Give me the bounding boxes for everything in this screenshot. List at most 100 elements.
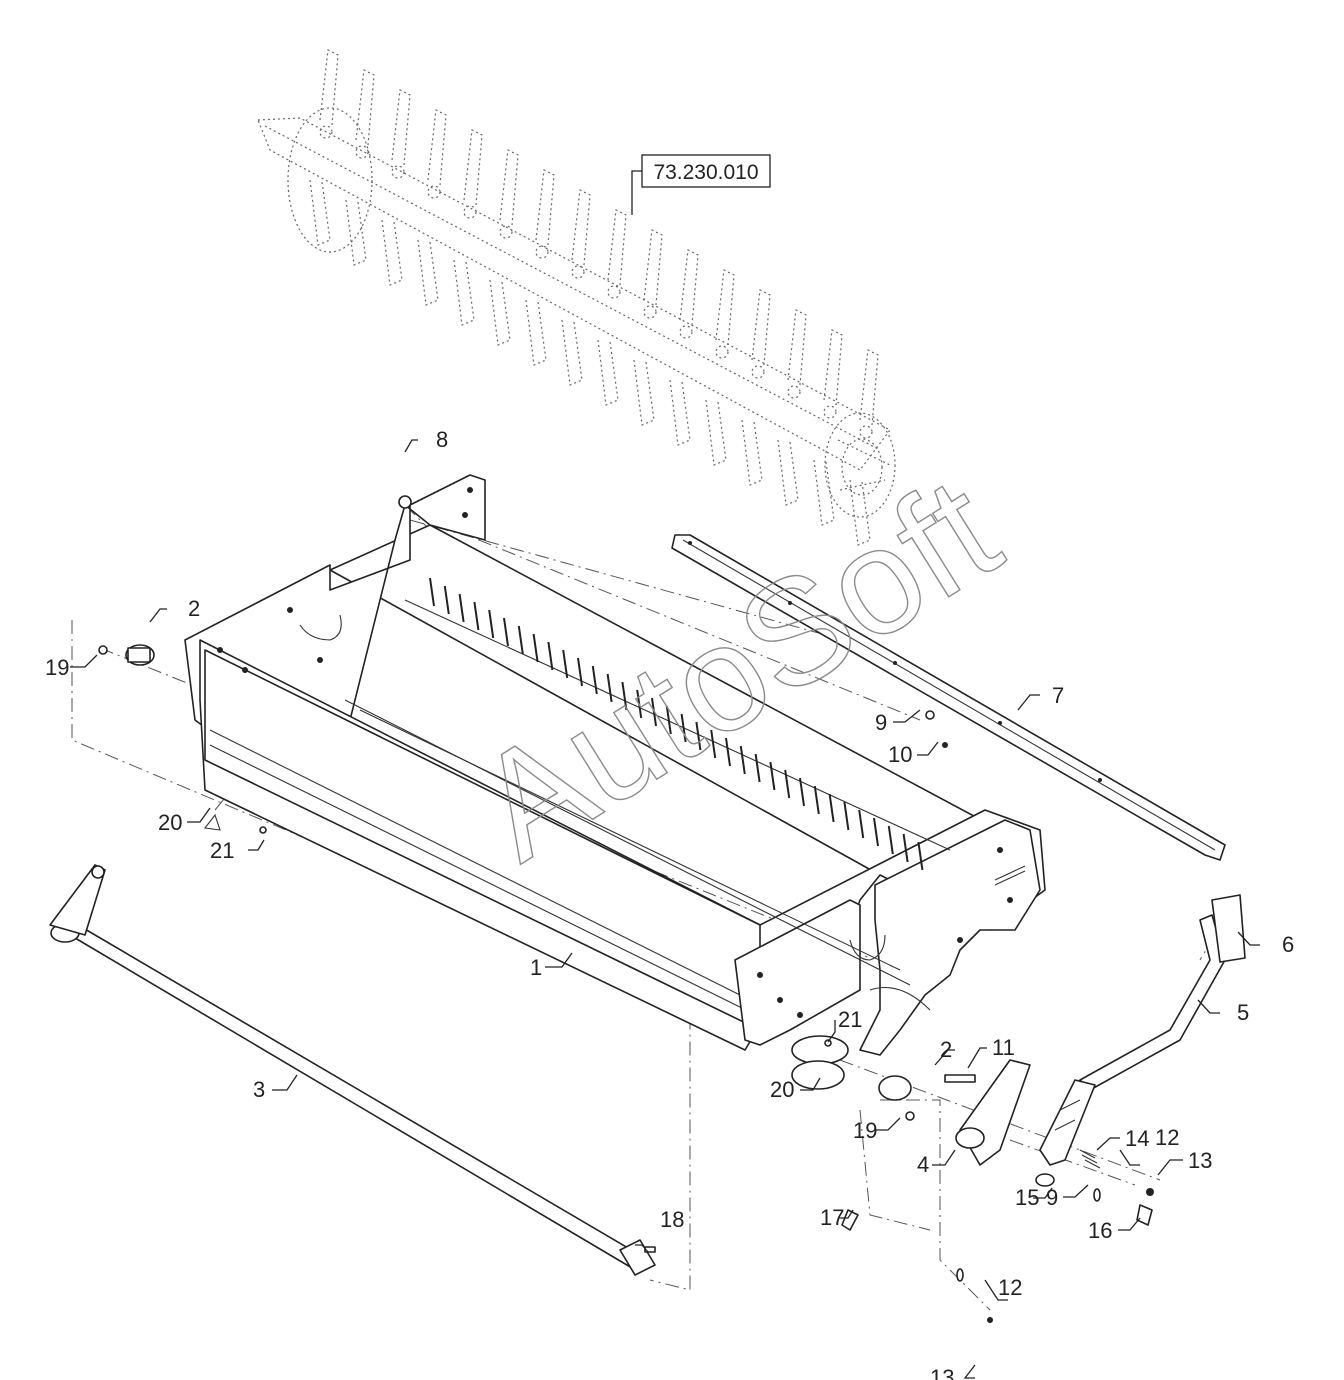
rotor-tine	[859, 349, 879, 426]
perforation-slot	[606, 673, 613, 703]
rotor-hub-pin	[427, 185, 441, 199]
rotor-tine	[777, 439, 799, 506]
callout-4: 4	[917, 1152, 929, 1177]
rotor-hub-pin	[643, 305, 657, 319]
part-3-shaft	[49, 864, 656, 1276]
callout-21-left: 21	[210, 838, 234, 863]
rotor-tine	[715, 269, 735, 346]
perforation-slot	[799, 777, 805, 807]
callout-2-left: 2	[188, 596, 200, 621]
callout-8: 8	[436, 427, 448, 452]
callout-3: 3	[253, 1077, 265, 1102]
rotor-tine	[849, 479, 871, 546]
perforation-slot	[562, 649, 569, 679]
perforation-slot	[784, 769, 791, 799]
rotor-tine	[679, 249, 699, 326]
rotor-tine	[571, 189, 591, 266]
rotor-hub-pin	[715, 345, 729, 359]
perforation-slot	[828, 793, 835, 823]
perforation-slot	[488, 609, 495, 639]
perforation-slot	[503, 617, 509, 647]
rotor-tine	[417, 239, 439, 306]
rotor-tine	[535, 169, 555, 246]
rotor-tine	[561, 319, 583, 386]
callout-16: 16	[1088, 1218, 1112, 1243]
rotor-hub-pin	[607, 285, 621, 299]
rotor-tine	[633, 359, 655, 426]
callout-6: 6	[1282, 932, 1294, 957]
callout-5: 5	[1237, 1000, 1249, 1025]
perforation-slot	[902, 833, 909, 863]
rotor-tine	[463, 129, 483, 206]
rotor-tine	[489, 279, 511, 346]
callout-11: 11	[992, 1035, 1015, 1060]
rotor-tine	[813, 459, 835, 526]
rotor-tine	[345, 199, 367, 266]
callout-17: 17	[820, 1205, 844, 1230]
rotor-tine	[525, 299, 547, 366]
right-linkage-group	[791, 710, 1154, 1323]
callout-1: 1	[530, 955, 542, 980]
callout-12-bottom: 12	[998, 1275, 1022, 1300]
callout-7: 7	[1052, 683, 1064, 708]
rotor-hub-pin	[535, 245, 549, 259]
rotor-hub-pin	[751, 365, 765, 379]
rotor-hub-pin	[499, 225, 513, 239]
rotor-tine	[607, 209, 627, 286]
perforation-slot	[473, 601, 480, 631]
rotor-hub-pin	[355, 145, 369, 159]
perforation-slot	[695, 721, 702, 751]
perforation-slot	[429, 577, 435, 607]
callout-13-right: 13	[1188, 1148, 1212, 1173]
rotor-hub-pin	[679, 325, 693, 339]
perforation-slot	[725, 737, 731, 767]
perforation-slot	[739, 745, 746, 775]
part-6-grip	[1211, 894, 1246, 963]
rotor-tine	[669, 379, 691, 446]
perforation-slot	[873, 817, 879, 847]
perforation-slot	[917, 841, 924, 871]
perforation-slot	[813, 785, 820, 815]
rotor-tine	[499, 149, 519, 226]
left-bearing-group	[98, 495, 412, 834]
perforation-slot	[577, 657, 583, 687]
perforation-slot	[680, 713, 687, 743]
callout-leaders	[70, 439, 1260, 1379]
callout-12-right: 12	[1155, 1125, 1179, 1150]
perforation-slot	[621, 681, 628, 711]
rotor-tine	[823, 329, 843, 406]
perforation-slot	[665, 705, 672, 735]
rotor-hub-pin	[463, 205, 477, 219]
reference-box: 73.230.010	[631, 154, 771, 215]
rotor-tine	[391, 89, 411, 166]
perforation-slot	[754, 753, 761, 783]
callout-9-top: 9	[875, 710, 887, 735]
rotor-hub-pin	[787, 385, 801, 399]
perforation-slot	[710, 729, 717, 759]
rotor-tine	[381, 219, 403, 286]
rotor-tine	[309, 179, 331, 246]
rotor-assembly-phantom	[257, 49, 896, 546]
perforation-slot	[517, 625, 524, 655]
rotor-tine	[427, 109, 447, 186]
callout-2-right: 2	[940, 1037, 952, 1062]
callout-9-bottom: 9	[1046, 1185, 1058, 1210]
part-1-housing	[184, 474, 1046, 1065]
perforation-slot	[532, 633, 539, 663]
rotor-hub-pin	[319, 125, 333, 139]
perforation-slot	[651, 697, 657, 727]
part-7-angle-strip	[671, 534, 1226, 861]
perforation-slot	[636, 689, 643, 719]
rotor-tine	[453, 259, 475, 326]
rotor-tine	[597, 339, 619, 406]
perforation-slot	[591, 665, 598, 695]
callout-10: 10	[888, 742, 912, 767]
callout-20-right: 20	[770, 1077, 794, 1102]
callout-19-right: 19	[853, 1118, 877, 1143]
reference-label: 73.230.010	[653, 161, 758, 184]
perforation-slot	[843, 801, 850, 831]
rotor-tine	[741, 419, 763, 486]
perforation-slot	[547, 641, 554, 671]
rotor-tine	[787, 309, 807, 386]
